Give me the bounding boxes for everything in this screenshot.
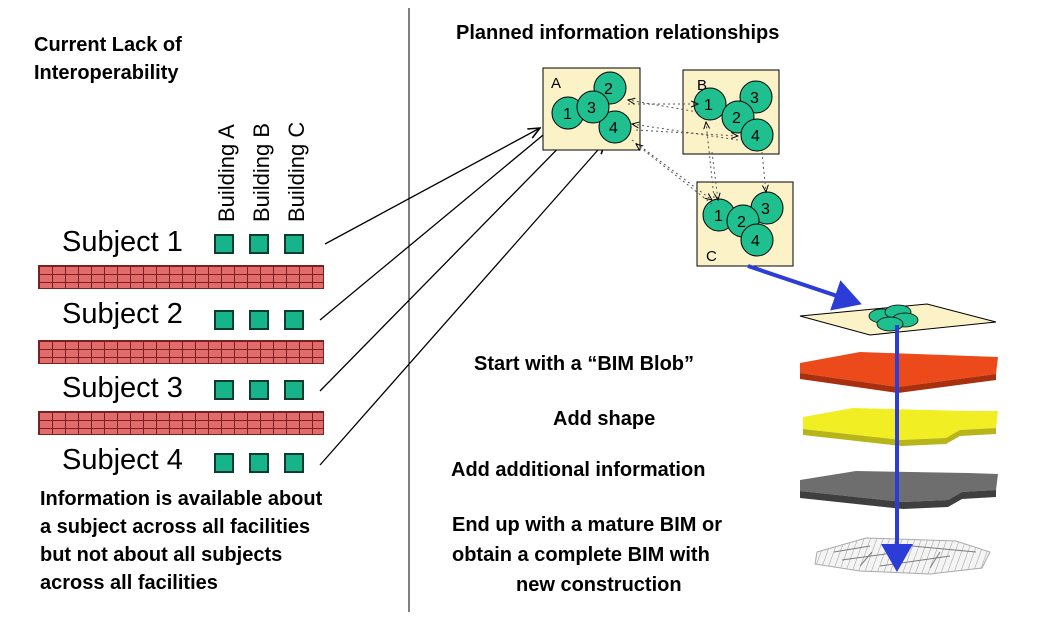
subject-4-label: Subject 4 [62, 444, 183, 476]
link-subject2-to-a [319, 121, 560, 321]
step-bim-blob: Start with a “BIM Blob” [474, 353, 694, 375]
box-c-node-4 [740, 223, 774, 257]
left-note-line3: but not about all subjects [40, 544, 283, 566]
box-c-node-2-label: 2 [737, 214, 746, 231]
cell-subject3-building-c [284, 380, 304, 400]
final-line1: End up with a mature BIM or [452, 514, 723, 536]
box-a-node-3 [576, 90, 610, 124]
subject-3-label: Subject 3 [62, 372, 183, 404]
cell-subject1-building-c [284, 234, 304, 254]
final-line3: new construction [516, 574, 682, 596]
cell-subject4-building-b [249, 453, 269, 473]
box-b-letter: B [697, 77, 707, 94]
box-a-node-2-label: 2 [604, 81, 613, 98]
box-c-node-4-label: 4 [751, 233, 760, 250]
cell-subject4-building-c [284, 453, 304, 473]
cell-subject2-building-b [249, 310, 269, 330]
layer-yellow-edge [803, 428, 996, 446]
layer-detailed-bim-texture [833, 545, 977, 569]
layer-detailed-bim [814, 537, 991, 575]
brick-wall-3 [38, 411, 324, 435]
left-title-line1: Current Lack of [34, 34, 182, 56]
left-note-line2: a subject across all facilities [40, 516, 311, 538]
step-add-info: Add additional information [451, 459, 706, 481]
box-a-node-1-label: 1 [563, 106, 572, 123]
cell-subject4-building-a [214, 453, 234, 473]
cell-subject3-building-b [249, 380, 269, 400]
right-title: Planned information relationships [456, 22, 780, 44]
cell-subject1-building-b [249, 234, 269, 254]
subject-2-label: Subject 2 [62, 298, 183, 330]
box-b-node-4-label: 4 [751, 128, 760, 145]
cell-subject2-building-c [284, 310, 304, 330]
layer-yellow-top [803, 408, 998, 440]
box-b-node-2-label: 2 [732, 110, 741, 127]
cell-subject1-building-a [214, 234, 234, 254]
final-line2: obtain a complete BIM with [452, 544, 710, 566]
brick-wall-1 [38, 265, 324, 289]
cell-subject2-building-a [214, 310, 234, 330]
box-c-letter: C [706, 248, 717, 265]
blob-node-4 [876, 316, 904, 332]
box-b-node-4 [740, 118, 774, 152]
box-a-node-4-label: 4 [609, 120, 618, 137]
link-subject3-to-a [319, 126, 580, 392]
left-note-line1: Information is available about [40, 488, 323, 510]
blue-arrow-to-blob [747, 264, 862, 311]
cell-subject3-building-a [214, 380, 234, 400]
link-subject1-to-a [324, 128, 540, 245]
box-b-node-1-label: 1 [704, 97, 713, 114]
box-relationship-links [628, 100, 766, 205]
left-title-line2: Interoperability [34, 62, 179, 84]
box-c-node-1-label: 1 [714, 208, 723, 225]
left-note-line4: across all facilities [40, 572, 218, 594]
link-subject4-to-a [319, 142, 605, 466]
box-a-node-3-label: 3 [587, 100, 596, 117]
subject-1-label: Subject 1 [62, 226, 183, 258]
step-add-shape: Add shape [553, 408, 656, 430]
box-b-node-3-label: 3 [750, 90, 759, 107]
brick-wall-2 [38, 340, 324, 364]
box-c-node-3-label: 3 [761, 201, 770, 218]
box-a-letter: A [551, 75, 561, 92]
layer-gray-edge [800, 490, 996, 509]
